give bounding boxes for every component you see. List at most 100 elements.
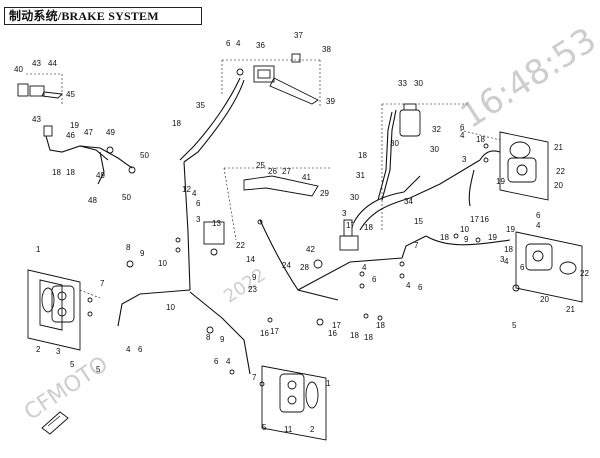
callout-c-17b: 17 [270, 327, 279, 336]
callout-c-6b: 6 [196, 199, 201, 208]
callout-c-30c: 30 [430, 145, 439, 154]
callout-c-42: 42 [306, 245, 315, 254]
callout-c-17a: 17 [346, 221, 355, 230]
callout-c-7a: 7 [100, 279, 105, 288]
callout-c-30b: 30 [390, 139, 399, 148]
callout-c-3c: 3 [56, 347, 61, 356]
callout-c-20a: 20 [554, 181, 563, 190]
callout-c-6f: 6 [536, 211, 541, 220]
callout-c-24: 24 [282, 261, 291, 270]
rear-left-caliper-group [515, 231, 583, 303]
callout-c-9d: 9 [464, 235, 469, 244]
callout-c-46: 46 [66, 131, 75, 140]
callout-c-7b: 7 [252, 373, 257, 382]
callout-c-18j: 18 [440, 233, 449, 242]
callout-c-32: 32 [432, 125, 441, 134]
callout-c-33: 33 [398, 79, 407, 88]
front-left-caliper-group [27, 269, 101, 351]
callout-c-13: 13 [212, 219, 221, 228]
callout-c-11: 11 [284, 425, 293, 434]
callout-c-3a: 3 [342, 209, 347, 218]
callout-c-49b: 49 [96, 171, 105, 180]
callout-c-12: 12 [182, 185, 191, 194]
callout-c-50a: 50 [140, 151, 149, 160]
left-tee-junction [203, 219, 263, 256]
left-harness-cluster [43, 125, 136, 185]
callout-c-18i: 18 [476, 135, 485, 144]
callout-c-30d: 30 [350, 193, 359, 202]
callout-c-43b: 43 [32, 115, 41, 124]
callout-c-39: 39 [326, 97, 335, 106]
callout-c-21b: 21 [566, 305, 575, 314]
page-title: 制动系统/BRAKE SYSTEM [4, 7, 202, 25]
callout-c-18a: 18 [52, 168, 61, 177]
callout-c-19d: 19 [506, 225, 515, 234]
rear-reservoir-group [381, 103, 470, 230]
callout-c-1a: 1 [36, 245, 41, 254]
callout-c-5c: 5 [262, 423, 267, 432]
callout-c-4a: 4 [236, 39, 241, 48]
callout-c-30a: 30 [414, 79, 423, 88]
callout-c-4b: 4 [192, 189, 197, 198]
callout-c-22b: 22 [556, 167, 565, 176]
bracket-plate [223, 167, 330, 241]
callout-c-6h: 6 [418, 283, 423, 292]
callout-c-44: 44 [48, 59, 57, 68]
callout-c-4e: 4 [460, 131, 465, 140]
callout-c-4d: 4 [226, 357, 231, 366]
callout-c-29: 29 [320, 189, 329, 198]
callout-c-4f: 4 [536, 221, 541, 230]
callout-c-6d: 6 [214, 357, 219, 366]
brake-hoses [117, 77, 511, 375]
callout-c-43a: 43 [32, 59, 41, 68]
callout-c-19c: 19 [488, 233, 497, 242]
callout-c-8a: 8 [126, 243, 131, 252]
rear-right-caliper-group [459, 129, 549, 201]
junction-valve-center [313, 219, 359, 269]
callout-c-3d: 3 [462, 155, 467, 164]
callout-c-10a: 10 [158, 259, 167, 268]
callout-c-45: 45 [66, 90, 75, 99]
callout-c-19a: 19 [70, 121, 79, 130]
callout-c-36: 36 [256, 41, 265, 50]
callout-c-5b: 5 [96, 365, 101, 374]
callout-c-22a: 22 [236, 241, 245, 250]
callout-c-20b: 20 [540, 295, 549, 304]
callout-c-27: 27 [282, 167, 291, 176]
callout-c-6c: 6 [138, 345, 143, 354]
callout-c-18e: 18 [364, 223, 373, 232]
callout-c-16c: 16 [480, 215, 489, 224]
callout-c-6a: 6 [226, 39, 231, 48]
callout-c-49: 49 [106, 128, 115, 137]
callout-c-4c: 4 [126, 345, 131, 354]
callout-c-17c: 17 [332, 321, 341, 330]
callout-c-9a: 9 [252, 273, 257, 282]
callout-c-6g: 6 [520, 263, 525, 272]
callout-c-4i: 4 [362, 263, 367, 272]
callout-c-47: 47 [84, 128, 93, 137]
callout-c-9b: 9 [140, 249, 145, 258]
callout-c-38: 38 [322, 45, 331, 54]
callout-c-3e: 3 [500, 255, 505, 264]
callout-c-31: 31 [356, 171, 365, 180]
callout-c-50b: 50 [122, 193, 131, 202]
callout-c-2a: 2 [36, 345, 41, 354]
callout-c-16b: 16 [328, 329, 337, 338]
callout-c-14: 14 [246, 255, 255, 264]
callout-c-18f: 18 [350, 331, 359, 340]
callout-c-15: 15 [414, 217, 423, 226]
callout-c-34: 34 [404, 197, 413, 206]
callout-c-37: 37 [294, 31, 303, 40]
master-cylinder-top [221, 53, 321, 108]
callout-c-18b: 18 [66, 168, 75, 177]
front-right-caliper-group [261, 365, 327, 441]
callout-c-35: 35 [196, 101, 205, 110]
callout-c-28: 28 [300, 263, 309, 272]
callout-c-4h: 4 [406, 281, 411, 290]
fasteners [87, 143, 520, 387]
callout-c-5a: 5 [70, 360, 75, 369]
callout-c-3b: 3 [196, 215, 201, 224]
